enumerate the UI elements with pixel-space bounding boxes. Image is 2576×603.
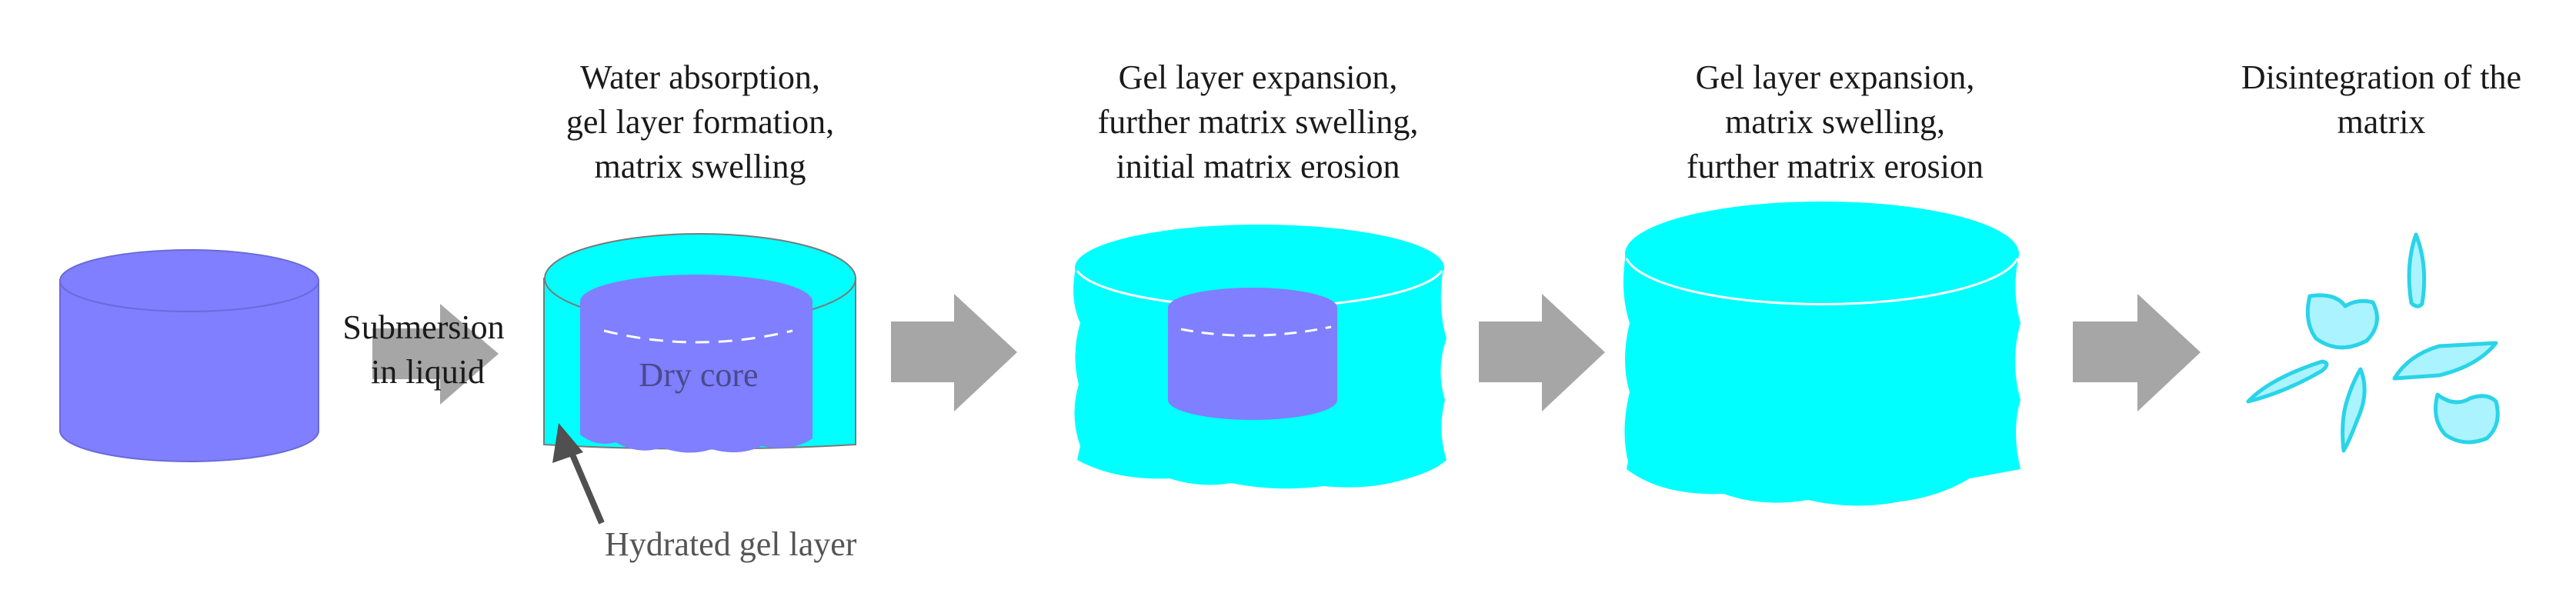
stage-3-caption-line-2: further matrix swelling, bbox=[1097, 103, 1419, 141]
stage-5-caption: Disintegration of the matrix bbox=[2197, 55, 2566, 145]
pointer-head bbox=[552, 423, 583, 463]
stage-4-gel-rim bbox=[1625, 258, 2019, 306]
dry-core-label: Dry core bbox=[639, 356, 758, 394]
dry-tablet bbox=[59, 249, 319, 462]
dry-core-top bbox=[580, 275, 813, 328]
stage-3-caption-line-3: initial matrix erosion bbox=[1116, 148, 1400, 185]
stage-4-caption-line-2: matrix swelling, bbox=[1725, 103, 1945, 141]
fragment-shard-left bbox=[2246, 359, 2329, 404]
stage-4-caption-line-3: further matrix erosion bbox=[1686, 148, 1984, 185]
stage-5-caption-line-1: Disintegration of the bbox=[2241, 58, 2522, 96]
fragment-spindle-top bbox=[2407, 232, 2427, 308]
stage-4-caption: Gel layer expansion, matrix swelling, fu… bbox=[1620, 55, 2050, 189]
stage-2-caption: Water absorption, gel layer formation, m… bbox=[492, 55, 908, 189]
matrix-fragments bbox=[2246, 232, 2500, 453]
submersion-label-line-2: in liquid bbox=[371, 353, 485, 391]
stage-3-core-body bbox=[1168, 308, 1337, 420]
stage-3-tablet bbox=[1073, 225, 1446, 489]
arrow-3 bbox=[1479, 294, 1605, 411]
stage-4-gel-top bbox=[1625, 202, 2019, 306]
stage-4-caption-line-1: Gel layer expansion, bbox=[1695, 58, 1975, 96]
arrow-4 bbox=[2073, 294, 2201, 411]
hydrated-gel-label: Hydrated gel layer bbox=[605, 525, 857, 563]
submersion-label: Submersion in liquid bbox=[342, 308, 512, 391]
arrow-2 bbox=[891, 294, 1017, 411]
stage-2-caption-line-1: Water absorption, bbox=[580, 58, 820, 96]
stage-3-gel-top bbox=[1075, 225, 1444, 311]
fragment-crescent-upper bbox=[2305, 293, 2379, 350]
dry-core-dashed-rim bbox=[603, 329, 793, 344]
submersion-label-line-1: Submersion bbox=[342, 308, 504, 346]
fragment-shard-right bbox=[2392, 341, 2498, 381]
fragment-crescent-lower bbox=[2434, 392, 2500, 445]
stage-5-caption-line-2: matrix bbox=[2337, 103, 2426, 141]
dry-tablet-body bbox=[59, 280, 319, 462]
stage-2-caption-line-2: gel layer formation, bbox=[566, 103, 835, 141]
stage-4-tablet bbox=[1623, 202, 2020, 506]
dry-core-body bbox=[580, 302, 813, 453]
stage-2-tablet: Dry core bbox=[543, 233, 856, 453]
stage-3-caption: Gel layer expansion, further matrix swel… bbox=[1043, 55, 1473, 189]
fragment-spindle-lower bbox=[2341, 367, 2367, 453]
dry-tablet-top bbox=[59, 249, 319, 312]
stage-3-caption-line-1: Gel layer expansion, bbox=[1118, 58, 1398, 96]
stage-2-caption-line-3: matrix swelling bbox=[594, 148, 806, 185]
stage-4-gel-body bbox=[1623, 254, 2020, 506]
submersion-arrow bbox=[372, 304, 499, 405]
stage-3-core-top bbox=[1168, 288, 1337, 328]
stage-3-core-dashed-rim bbox=[1180, 325, 1332, 337]
hydrated-gel-pointer bbox=[552, 423, 605, 525]
